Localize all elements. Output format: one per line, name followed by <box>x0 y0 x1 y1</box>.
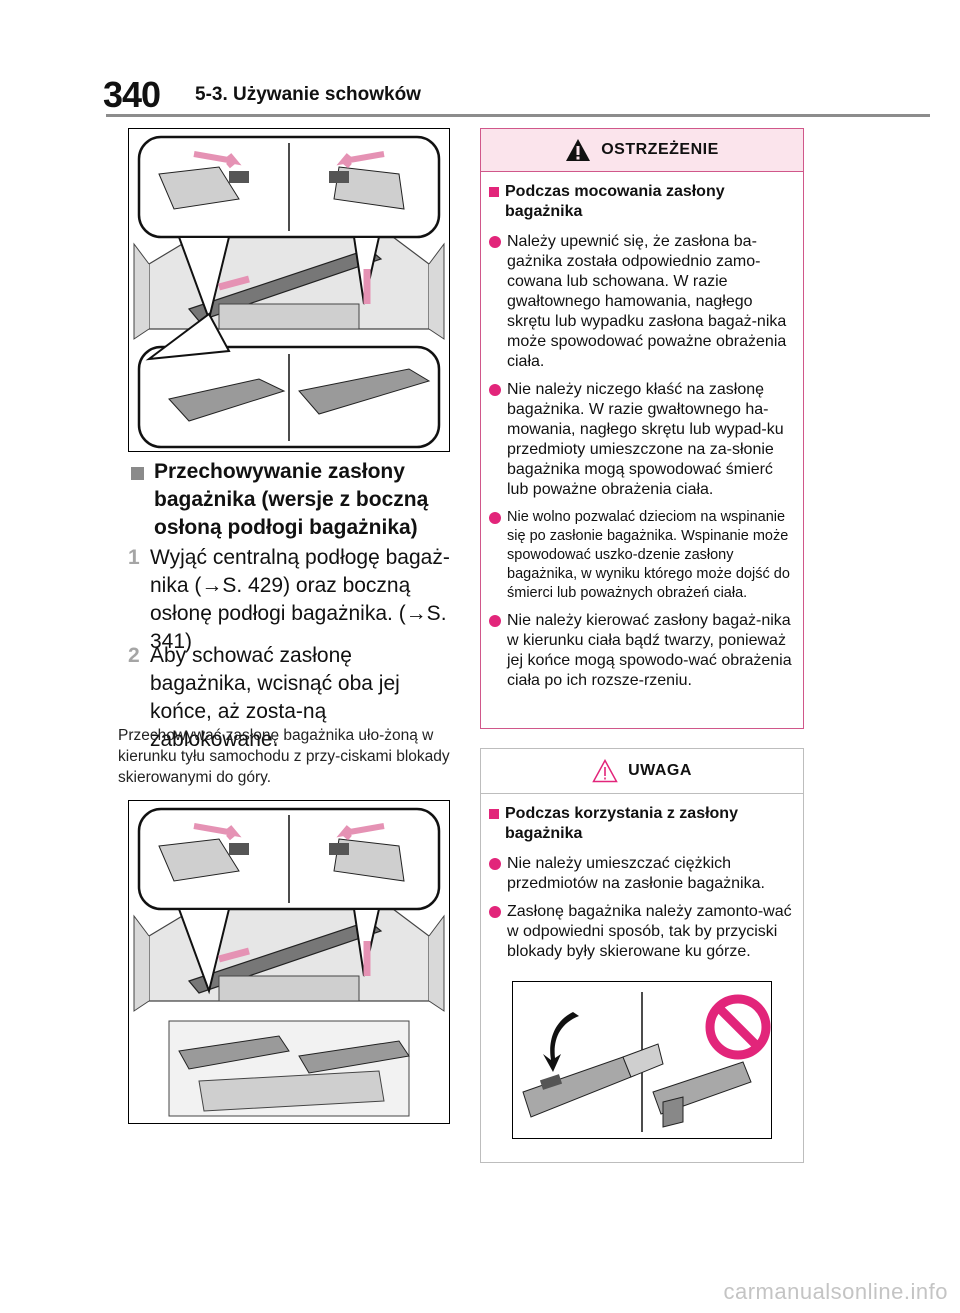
step-2: 2 Aby schować zasłonę bagażnika, wcisnąć… <box>128 642 458 754</box>
push-arrow-icon <box>543 1012 579 1072</box>
caution-triangle-icon <box>592 759 618 783</box>
section-title: 5-3. Używanie schowków <box>195 84 421 105</box>
cover-storage-illustration <box>129 801 449 1123</box>
bullet-dot <box>489 512 501 524</box>
warning-bullet: Nie wolno pozwalać dzieciom na wspinanie… <box>489 508 793 603</box>
warning-bullet: Nie należy kierować zasłony bagaż-nika w… <box>489 611 793 691</box>
caution-box: UWAGA Podczas korzystania z zasłony baga… <box>480 748 804 1163</box>
caution-bullet: Zasłonę bagażnika należy zamonto-wać w o… <box>489 902 793 962</box>
prohibition-icon <box>705 994 771 1060</box>
cover-orientation-illustration <box>513 982 771 1138</box>
header-rule <box>106 114 930 117</box>
caution-header: UWAGA <box>481 749 803 794</box>
caution-title: UWAGA <box>628 762 692 779</box>
storage-note: Przechowywać zasłonę bagażnika uło-żoną … <box>118 727 450 786</box>
caution-bullet: Nie należy umieszczać ciężkich przedmiot… <box>489 854 793 894</box>
watermark: carmanualsonline.info <box>723 1279 948 1304</box>
bullet-dot <box>489 906 501 918</box>
warning-sub-heading: Podczas mocowania zasłony bagażnika <box>489 182 793 222</box>
warning-bullet: Nie należy niczego kłaść na zasłonę baga… <box>489 380 793 500</box>
step-1: 1 Wyjąć centralną podłogę bagaż-nika (→S… <box>128 544 458 656</box>
bullet-dot <box>489 858 501 870</box>
bullet-dot <box>489 236 501 248</box>
figure-cover-storage <box>128 800 450 1124</box>
step-1-text: Wyjąć centralną podłogę bagaż-nika (→S. … <box>150 546 450 653</box>
warning-box: OSTRZEŻENIE Podczas mocowania zasłony ba… <box>480 128 804 729</box>
cover-install-illustration <box>129 129 449 451</box>
figure-cover-install <box>128 128 450 452</box>
page-number: 340 <box>103 74 161 115</box>
step-2-text: Aby schować zasłonę bagażnika, wcisnąć o… <box>150 644 400 751</box>
warning-bullet: Należy upewnić się, że zasłona ba-gażnik… <box>489 232 793 372</box>
storage-sub-heading: Przechowywanie zasłony bagażnika (wersje… <box>118 458 458 542</box>
warning-triangle-icon <box>566 139 591 161</box>
warning-header: OSTRZEŻENIE <box>481 129 803 172</box>
bullet-dot <box>489 384 501 396</box>
warning-title: OSTRZEŻENIE <box>601 141 719 158</box>
section-marker <box>489 187 499 197</box>
figure-cover-orientation <box>512 981 772 1139</box>
bullet-dot <box>489 615 501 627</box>
section-marker <box>131 467 144 480</box>
section-marker <box>489 809 499 819</box>
caution-sub-heading: Podczas korzystania z zasłony bagażnika <box>489 804 793 844</box>
